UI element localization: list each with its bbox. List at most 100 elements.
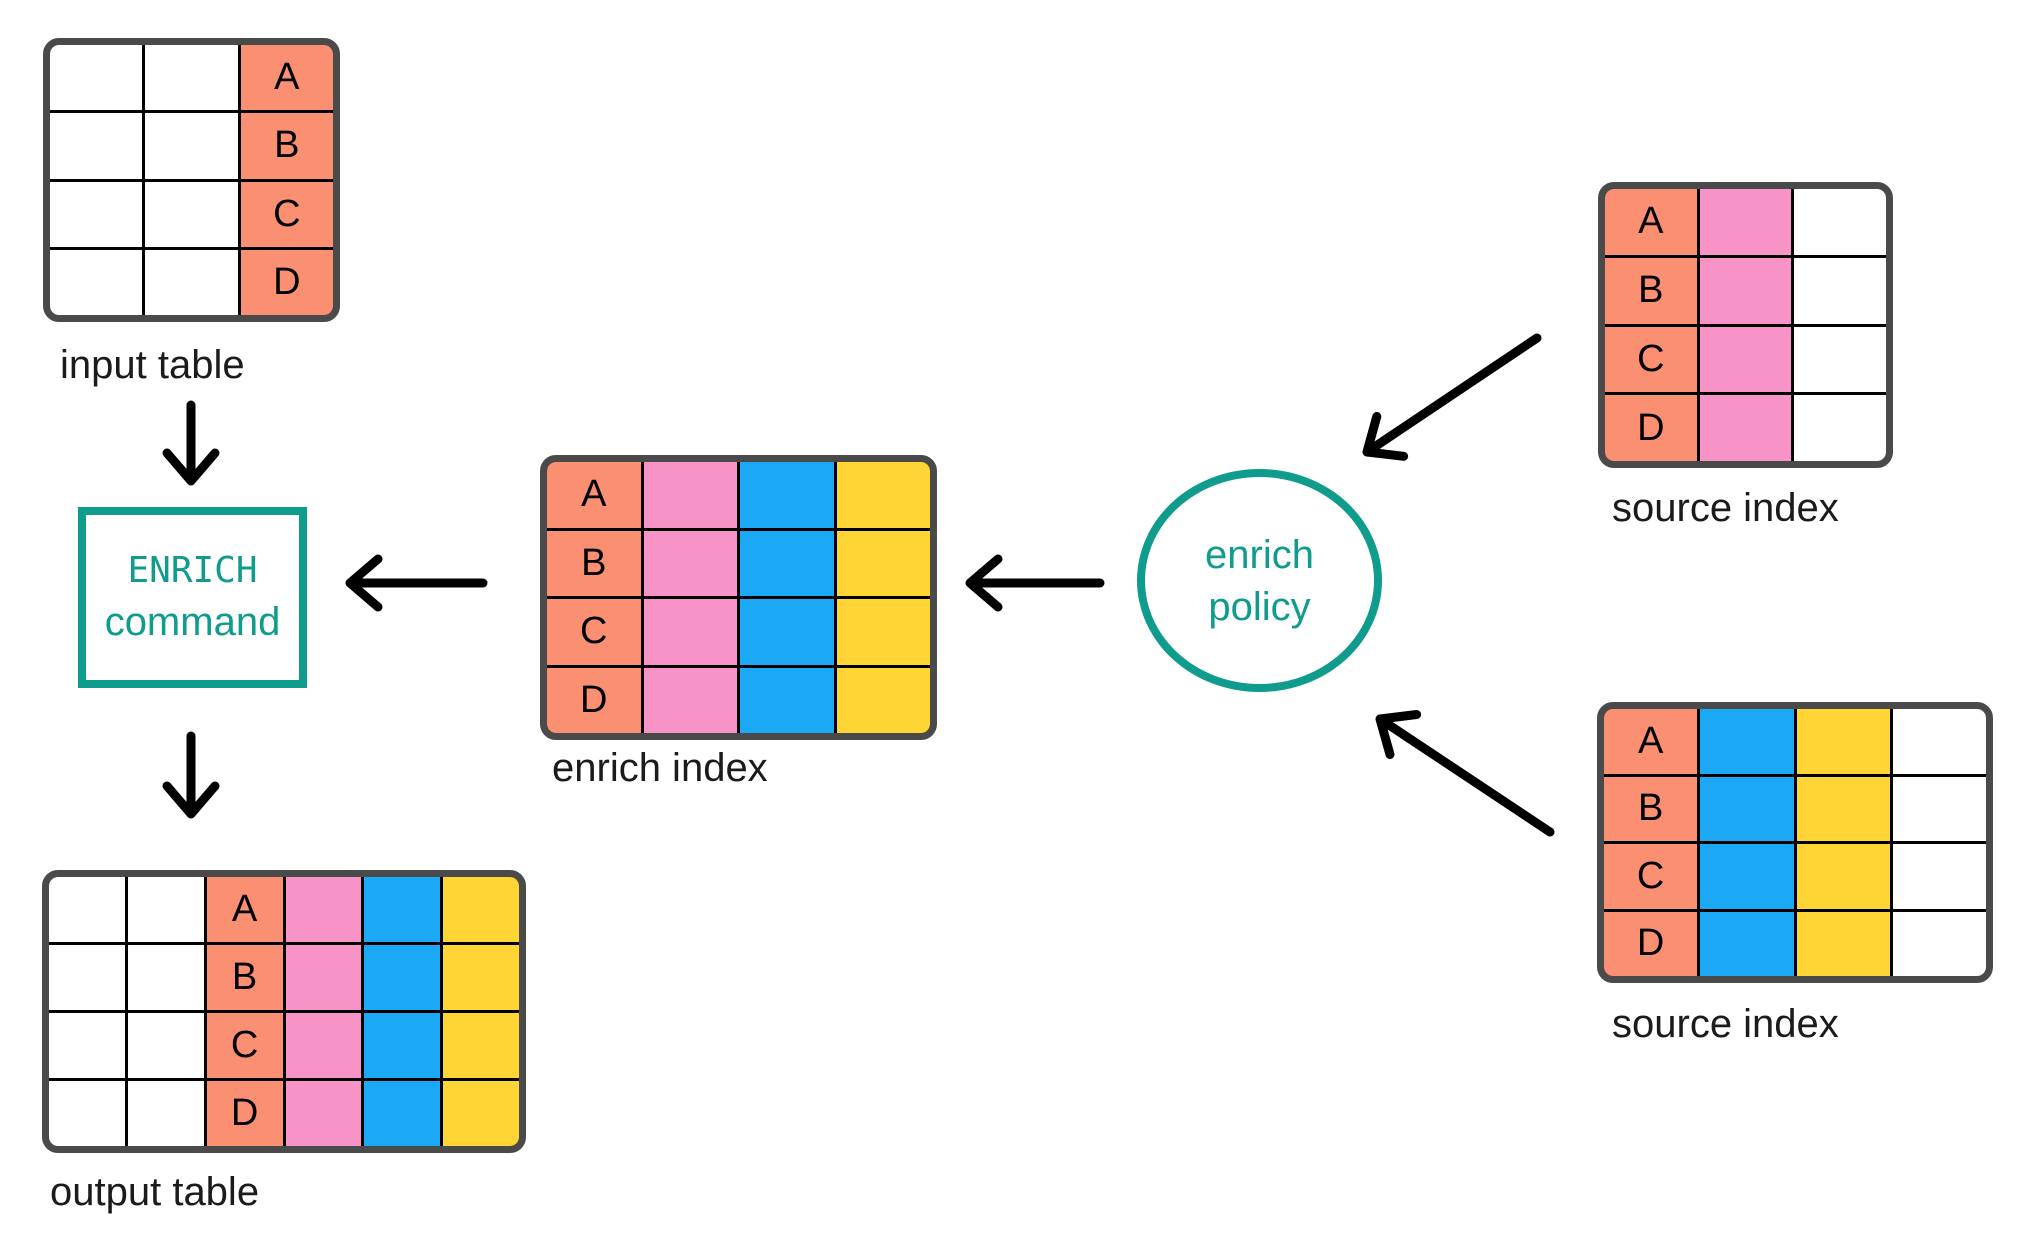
key-cell: D xyxy=(206,1081,283,1146)
arrow-source-bottom-to-policy xyxy=(1375,710,1555,837)
key-cell: A xyxy=(206,877,283,942)
table-cell xyxy=(49,1013,125,1078)
arrow-command-to-output xyxy=(162,731,220,819)
table-cell xyxy=(1794,257,1886,324)
enriched-cell xyxy=(285,1013,362,1078)
output-table-label: output table xyxy=(50,1170,260,1214)
enrich-field-cell xyxy=(836,667,930,733)
table-cell xyxy=(1794,189,1886,255)
table-cell xyxy=(145,113,238,179)
table-cell xyxy=(50,181,143,247)
enrich-field-cell xyxy=(643,667,737,733)
enriched-cell xyxy=(364,877,441,942)
enrich-field-cell xyxy=(740,599,834,665)
output-table: A B C D xyxy=(42,870,526,1153)
source-field-cell xyxy=(1700,911,1794,976)
table-cell xyxy=(1794,395,1886,461)
source-field-cell xyxy=(1700,776,1794,841)
key-cell: A xyxy=(547,462,641,528)
enrich-command-word: command xyxy=(104,599,281,644)
source-field-cell xyxy=(1796,709,1890,774)
table-cell xyxy=(1892,776,1986,841)
table-cell xyxy=(127,945,204,1010)
arrow-source-top-to-policy xyxy=(1362,333,1542,461)
table-cell xyxy=(127,1013,204,1078)
table-cell xyxy=(50,113,143,179)
input-table-label: input table xyxy=(60,343,245,387)
enriched-cell xyxy=(443,1013,519,1078)
table-cell xyxy=(1892,844,1986,909)
enrich-command-box: ENRICH command xyxy=(78,507,307,688)
arrow-index-to-command xyxy=(345,554,488,612)
table-cell xyxy=(145,249,238,315)
enrich-command-keyword: ENRICH xyxy=(127,550,258,592)
source-index-bottom-label: source index xyxy=(1612,1002,1839,1046)
enrich-field-cell xyxy=(643,462,737,528)
source-field-cell xyxy=(1796,776,1890,841)
source-field-cell xyxy=(1699,395,1792,461)
enrich-field-cell xyxy=(740,667,834,733)
key-cell: D xyxy=(1605,395,1697,461)
enriched-cell xyxy=(285,877,362,942)
enrich-field-cell xyxy=(740,530,834,596)
key-cell: A xyxy=(1605,189,1697,255)
table-cell xyxy=(50,249,143,315)
enrich-field-cell xyxy=(836,462,930,528)
table-cell xyxy=(127,877,204,942)
key-cell: C xyxy=(206,1013,283,1078)
table-cell xyxy=(49,877,125,942)
source-field-cell xyxy=(1700,709,1794,774)
enriched-cell xyxy=(285,1081,362,1146)
arrow-input-to-command xyxy=(162,400,220,486)
key-cell: C xyxy=(547,599,641,665)
enrich-field-cell xyxy=(643,530,737,596)
enriched-cell xyxy=(364,1013,441,1078)
source-field-cell xyxy=(1796,911,1890,976)
key-cell: D xyxy=(240,249,333,315)
enriched-cell xyxy=(443,1081,519,1146)
enrich-field-cell xyxy=(836,530,930,596)
enrich-field-cell xyxy=(643,599,737,665)
enriched-cell xyxy=(443,877,519,942)
enrich-policy-line2: policy xyxy=(1208,584,1311,629)
table-cell xyxy=(1794,326,1886,393)
enrich-policy-line1: enrich xyxy=(1205,532,1314,577)
table-cell xyxy=(145,45,238,111)
source-field-cell xyxy=(1699,189,1792,255)
key-cell: D xyxy=(1604,911,1698,976)
source-index-top-table: A B C D xyxy=(1598,182,1893,468)
input-table: A B C D xyxy=(43,38,340,322)
enriched-cell xyxy=(364,945,441,1010)
key-cell: B xyxy=(240,113,333,179)
key-cell: C xyxy=(240,181,333,247)
enrich-index-table: A B C D xyxy=(540,455,937,740)
source-field-cell xyxy=(1700,844,1794,909)
key-cell: B xyxy=(1605,257,1697,324)
enrich-field-cell xyxy=(836,599,930,665)
source-index-top-label: source index xyxy=(1612,486,1839,530)
table-cell xyxy=(1892,911,1986,976)
source-field-cell xyxy=(1699,257,1792,324)
table-cell xyxy=(50,45,143,111)
table-cell xyxy=(49,1081,125,1146)
key-cell: B xyxy=(206,945,283,1010)
key-cell: C xyxy=(1604,844,1698,909)
enriched-cell xyxy=(285,945,362,1010)
enrich-index-label: enrich index xyxy=(552,746,768,790)
arrow-policy-to-index xyxy=(965,554,1105,612)
enriched-cell xyxy=(364,1081,441,1146)
table-cell xyxy=(127,1081,204,1146)
key-cell: B xyxy=(547,530,641,596)
table-cell xyxy=(1892,709,1986,774)
key-cell: A xyxy=(240,45,333,111)
table-cell xyxy=(145,181,238,247)
enrich-policy-circle: enrich policy xyxy=(1137,469,1382,692)
key-cell: C xyxy=(1605,326,1697,393)
source-field-cell xyxy=(1699,326,1792,393)
table-cell xyxy=(49,945,125,1010)
enriched-cell xyxy=(443,945,519,1010)
source-field-cell xyxy=(1796,844,1890,909)
key-cell: A xyxy=(1604,709,1698,774)
source-index-bottom-table: A B C D xyxy=(1597,702,1993,983)
